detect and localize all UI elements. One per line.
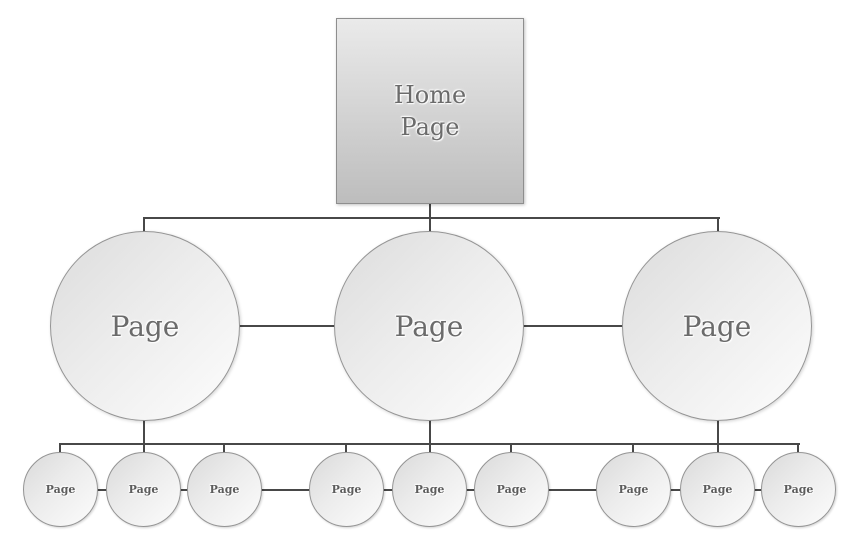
connector-level3-stub-4 <box>345 443 347 459</box>
sitemap-node-l3-4[interactable]: Page <box>392 452 467 527</box>
page-node-label: Page <box>331 483 362 496</box>
page-node-label: Page <box>702 483 733 496</box>
connector-level3-bus <box>59 443 800 445</box>
connector-level2-bus <box>143 217 720 219</box>
page-node-label: Page <box>128 483 159 496</box>
page-node-label: Page <box>45 483 76 496</box>
connector-level2-drop-right <box>717 217 719 240</box>
page-node-label: Page <box>783 483 814 496</box>
sitemap-node-l3-1[interactable]: Page <box>106 452 181 527</box>
sitemap-node-home[interactable]: Home Page <box>336 18 524 204</box>
sitemap-node-l3-0[interactable]: Page <box>23 452 98 527</box>
sitemap-node-l2-1[interactable]: Page <box>334 231 524 421</box>
sitemap-node-l3-8[interactable]: Page <box>761 452 836 527</box>
connector-home-drop <box>429 203 431 218</box>
connector-level3-stub-6 <box>510 443 512 459</box>
page-node-label: Page <box>682 309 752 343</box>
page-node-label: Page <box>209 483 240 496</box>
page-node-label: Page <box>394 309 464 343</box>
page-node-label: Page <box>414 483 445 496</box>
sitemap-node-l3-3[interactable]: Page <box>309 452 384 527</box>
sitemap-node-l2-2[interactable]: Page <box>622 231 812 421</box>
connector-level3-stub-3 <box>223 443 225 459</box>
sitemap-node-l2-0[interactable]: Page <box>50 231 240 421</box>
connector-level3-stub-9 <box>797 443 799 459</box>
sitemap-node-l3-5[interactable]: Page <box>474 452 549 527</box>
page-node-label: Page <box>110 309 180 343</box>
connector-level3-drop-right <box>717 408 719 460</box>
connector-level2-drop-center <box>429 217 431 240</box>
connector-level2-drop-left <box>143 217 145 240</box>
connector-level3-drop-center <box>429 408 431 460</box>
sitemap-node-l3-7[interactable]: Page <box>680 452 755 527</box>
connector-level3-stub-7 <box>632 443 634 459</box>
connector-level3-drop-left <box>143 408 145 460</box>
page-node-label: Page <box>618 483 649 496</box>
page-node-label: Page <box>496 483 527 496</box>
sitemap-node-l3-6[interactable]: Page <box>596 452 671 527</box>
sitemap-node-l3-2[interactable]: Page <box>187 452 262 527</box>
home-node-label: Home Page <box>393 80 467 141</box>
connector-level3-stub-1 <box>59 443 61 459</box>
